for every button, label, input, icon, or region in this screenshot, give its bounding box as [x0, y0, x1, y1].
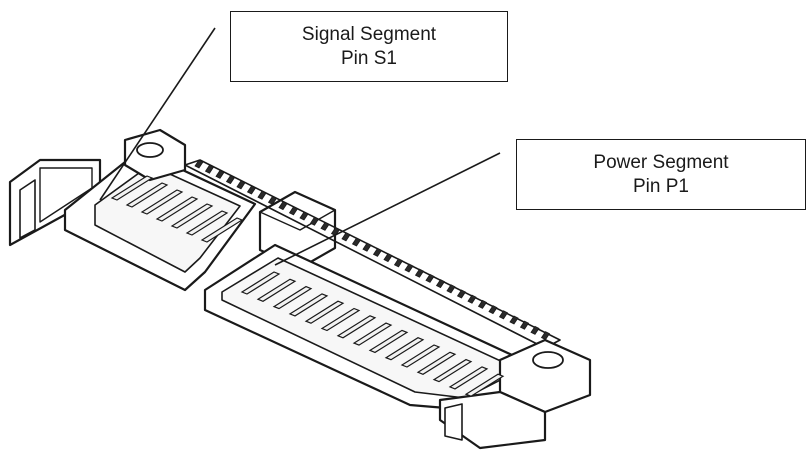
power-pin-1: [240, 271, 281, 295]
back-tooth-4: [225, 175, 236, 185]
power-pin-9: [368, 329, 409, 354]
right-end-bracket: [438, 390, 547, 450]
back-tooth-18: [372, 247, 383, 257]
power-pin-10: [384, 337, 425, 361]
back-tooth-21: [404, 263, 414, 273]
back-tooth-5: [236, 180, 246, 190]
signal-segment-callout: Signal Segment Pin S1: [230, 11, 508, 82]
power-leader-line: [274, 152, 501, 266]
signal-pin-7: [200, 217, 244, 243]
back-tooth-23: [425, 273, 435, 283]
signal-pin-2: [125, 182, 169, 208]
power-pin-7: [336, 315, 377, 339]
power-pin-13: [432, 358, 473, 383]
signal-pin-4: [155, 196, 199, 222]
back-tooth-10: [288, 206, 299, 216]
power-segment-callout: Power Segment Pin P1: [516, 139, 806, 210]
back-tooth-27: [467, 294, 477, 304]
back-tooth-24: [435, 279, 446, 289]
back-tooth-33: [530, 325, 540, 335]
back-tooth-2: [204, 164, 215, 174]
back-tooth-26: [456, 289, 467, 299]
signal-pin-6: [185, 210, 229, 236]
power-pin-8: [352, 322, 393, 346]
back-tooth-31: [509, 315, 519, 325]
back-contact-teeth: [194, 159, 551, 341]
right-post-hole: [532, 351, 564, 369]
back-tooth-11: [299, 211, 309, 221]
signal-callout-title: Signal Segment: [301, 23, 437, 45]
right-bracket-slot: [444, 403, 463, 441]
back-tooth-6: [246, 185, 257, 195]
power-pin-14: [448, 366, 489, 390]
left-bracket-slot: [19, 179, 36, 239]
power-pin-15: [464, 373, 505, 397]
power-callout-title: Power Segment: [593, 151, 729, 173]
power-pin-5: [304, 300, 345, 324]
top-rail: [184, 159, 561, 349]
back-tooth-29: [488, 305, 498, 315]
power-pins: [240, 271, 505, 397]
back-tooth-12: [309, 216, 320, 226]
connector-body: [8, 128, 592, 450]
signal-pin-5: [170, 203, 214, 229]
signal-callout-pin: Pin S1: [341, 47, 397, 69]
signal-pin-1: [110, 175, 154, 201]
back-tooth-34: [540, 331, 551, 341]
power-pin-6: [320, 307, 361, 332]
back-tooth-16: [351, 237, 362, 247]
back-tooth-20: [393, 258, 404, 268]
back-tooth-13: [320, 221, 330, 231]
back-tooth-9: [278, 201, 288, 211]
back-tooth-1: [194, 159, 204, 169]
signal-pin-3: [140, 189, 184, 215]
middle-key-top: [259, 191, 336, 231]
back-tooth-7: [257, 190, 267, 200]
power-pin-3: [272, 285, 313, 310]
signal-pins: [110, 175, 244, 243]
back-tooth-30: [498, 310, 509, 320]
back-tooth-3: [215, 169, 225, 179]
back-tooth-8: [267, 195, 278, 205]
power-pin-12: [416, 351, 457, 375]
power-pin-4: [288, 293, 329, 317]
signal-leader-line: [99, 27, 216, 201]
signal-post-hole: [136, 142, 164, 158]
left-bracket-inner: [39, 167, 93, 223]
back-tooth-25: [446, 284, 456, 294]
power-callout-pin: Pin P1: [633, 175, 689, 197]
back-tooth-17: [362, 242, 372, 252]
power-pin-11: [400, 344, 441, 368]
back-tooth-15: [341, 232, 351, 242]
power-pin-2: [256, 278, 297, 302]
back-tooth-19: [383, 253, 393, 263]
back-tooth-28: [477, 299, 488, 309]
back-tooth-32: [519, 320, 530, 330]
back-tooth-22: [414, 268, 425, 278]
